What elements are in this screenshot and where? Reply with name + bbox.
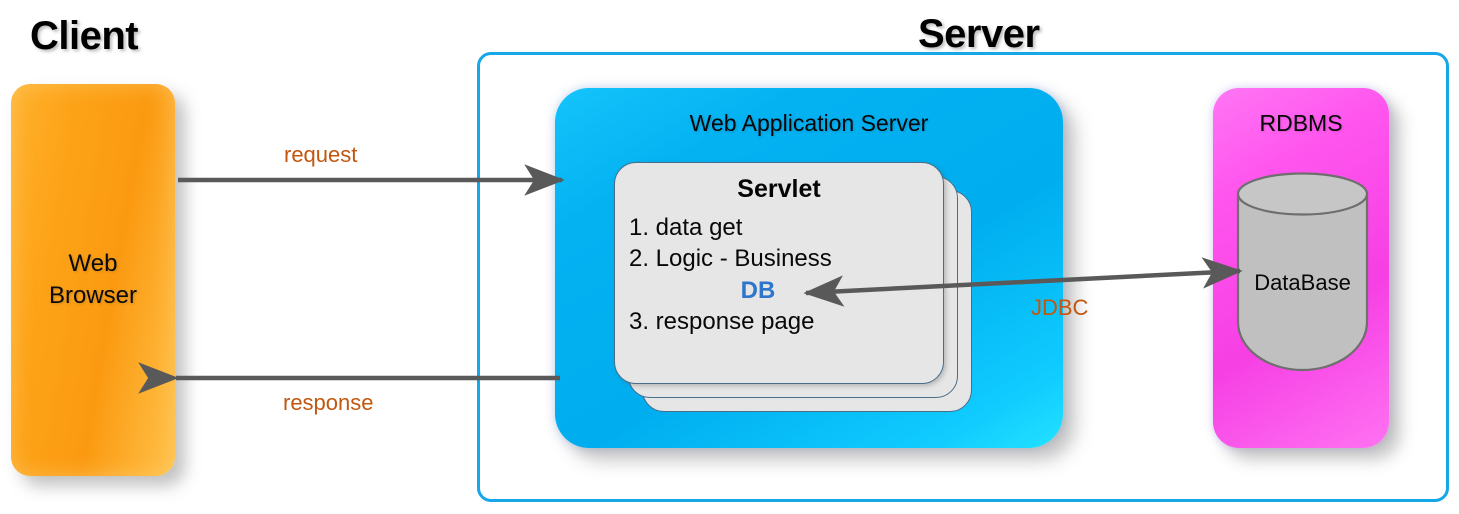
web-browser-label-line1: Web <box>68 249 118 277</box>
web-browser-label: Web Browser <box>49 248 137 312</box>
servlet-step-1: 1. data get <box>629 214 743 241</box>
web-browser-label-line2: Browser <box>48 282 138 309</box>
arrow-label-request: request <box>284 142 358 167</box>
server-title: Server <box>918 12 1040 56</box>
servlet-db-keyword: DB <box>740 276 776 304</box>
database-cylinder-shape <box>1236 172 1369 372</box>
servlet-step-3: 3. response page <box>629 308 815 336</box>
web-browser-node[interactable]: Web Browser <box>11 84 175 476</box>
web-application-server-label: Web Application Server <box>689 110 929 136</box>
arrow-label-response: response <box>283 390 374 415</box>
server-boundary-box <box>477 52 1449 502</box>
rdbms-label: RDBMS <box>1259 110 1343 136</box>
arrow-label-jdbc: JDBC <box>1031 295 1089 320</box>
servlet-step-list: 1. data get 2. Logic - Business DB 3. re… <box>615 212 943 338</box>
client-title: Client <box>30 14 139 58</box>
servlet-step-2: 2. Logic - Business <box>629 245 832 273</box>
database-label: DataBase <box>1254 270 1351 295</box>
database-cylinder[interactable]: DataBase <box>1236 172 1369 372</box>
servlet-heading: Servlet <box>737 175 821 203</box>
servlet-card-front[interactable]: Servlet 1. data get 2. Logic - Business … <box>614 162 944 384</box>
